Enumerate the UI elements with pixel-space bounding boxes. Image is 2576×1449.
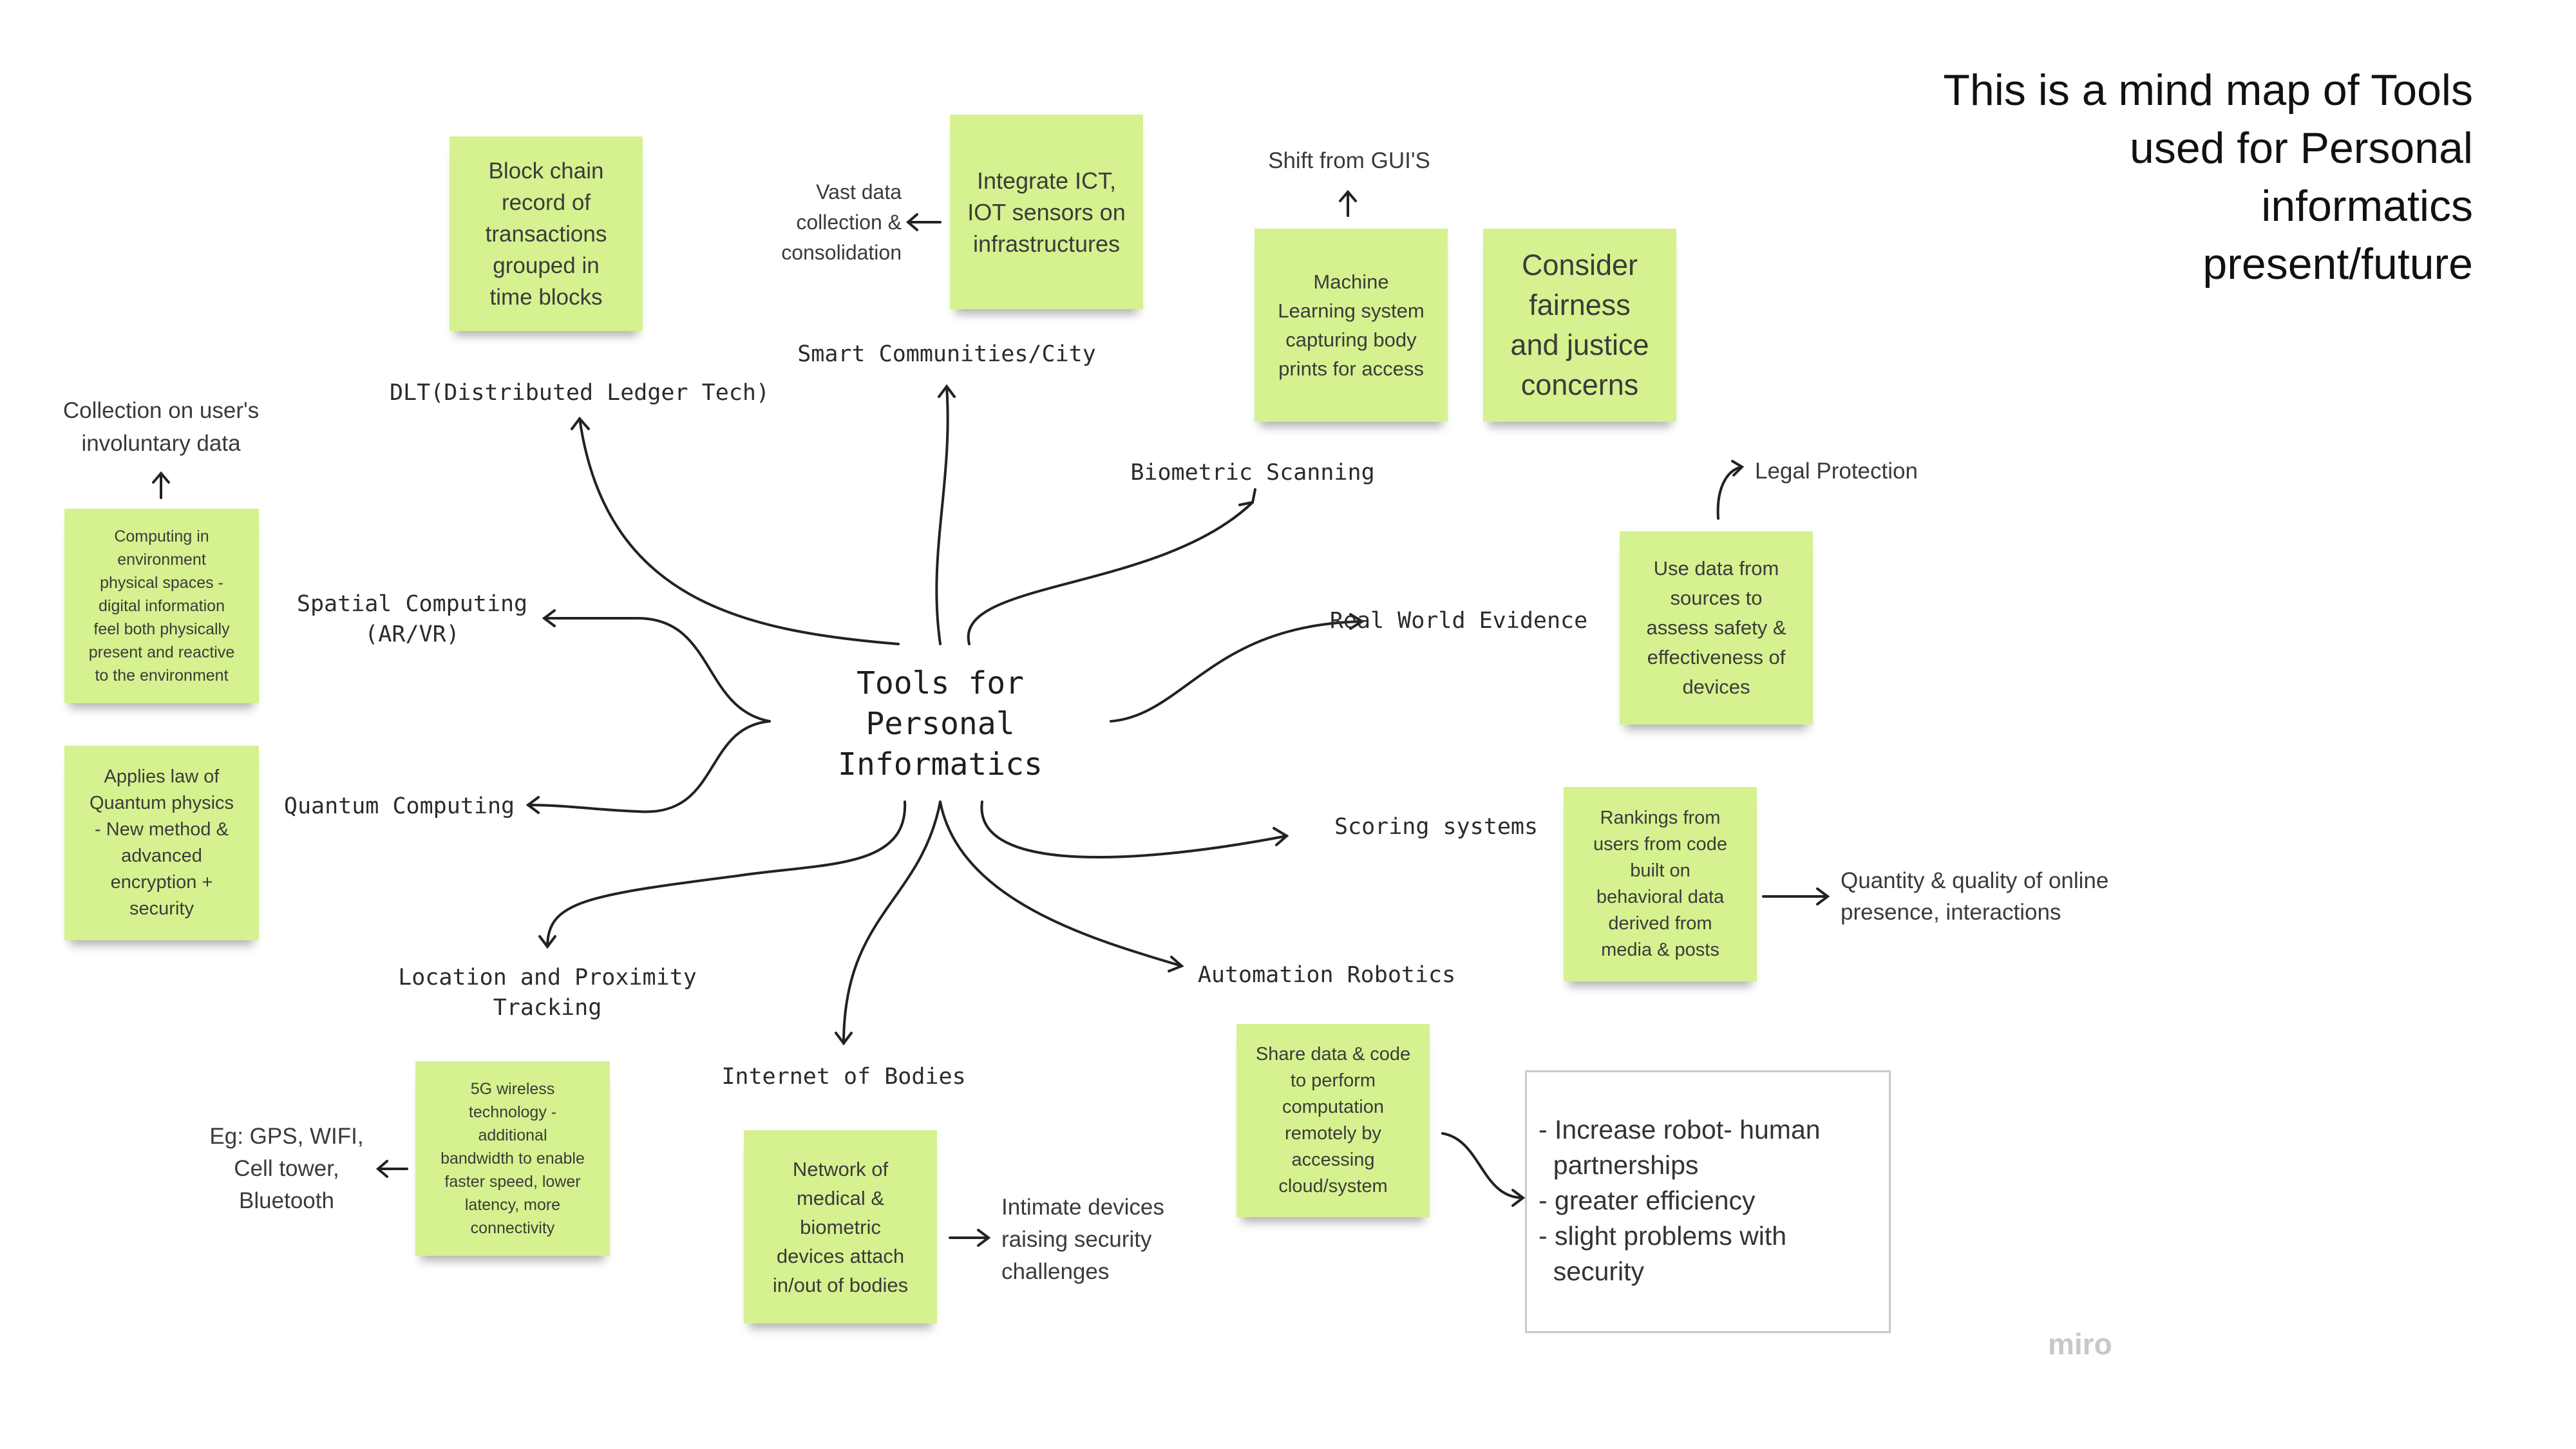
annotation-intimate-devices: Intimate devices raising security challe… xyxy=(1001,1195,1164,1284)
arrowhead-real-world xyxy=(1349,613,1365,630)
annotation-vast-data: Vast data collection & consolidation xyxy=(781,180,902,264)
connector-internet-bodies xyxy=(842,800,942,1045)
sticky-note-use-data[interactable]: Use data from sources to assess safety &… xyxy=(1620,531,1813,724)
arrowhead-smart xyxy=(938,384,956,398)
arrowhead-biometric xyxy=(1238,488,1256,506)
central-topic[interactable]: Tools for Personal Informatics xyxy=(838,665,1043,782)
connector-biometric xyxy=(967,501,1254,645)
connector-quantum xyxy=(527,720,771,813)
arrowhead-location xyxy=(538,935,556,949)
sticky-note-share-data[interactable]: Share data & code to perform computation… xyxy=(1236,1024,1430,1217)
connector-spatial xyxy=(543,617,771,723)
arrowhead-internet-bodies xyxy=(835,1032,853,1046)
branch-automation-robotics[interactable]: Automation Robotics xyxy=(1197,962,1456,988)
connector-real-world xyxy=(1110,620,1363,723)
robot-box-text: - Increase robot- human partnerships - g… xyxy=(1539,1115,1821,1286)
arrow-legal xyxy=(1716,460,1745,520)
sticky-note-computing-environment[interactable]: Computing in environment physical spaces… xyxy=(64,509,259,703)
branch-real-world-evidence[interactable]: Real World Evidence xyxy=(1329,608,1588,634)
arrowhead-dlt xyxy=(571,416,590,430)
branch-location-tracking[interactable]: Location and Proximity Tracking xyxy=(398,965,697,1021)
sticky-note-integrate-ict[interactable]: Integrate ICT, IOT sensors on infrastruc… xyxy=(950,115,1143,309)
sticky-note-blockchain[interactable]: Block chain record of transactions group… xyxy=(450,137,643,331)
arrow-quantity xyxy=(1762,887,1830,905)
annotation-eg-gps: Eg: GPS, WIFI, Cell tower, Bluetooth xyxy=(209,1124,364,1213)
arrow-vast-data xyxy=(905,213,942,231)
annotation-quantity-quality: Quantity & quality of online presence, i… xyxy=(1841,868,2109,925)
connector-automation xyxy=(939,800,1183,967)
branch-internet-of-bodies[interactable]: Internet of Bodies xyxy=(721,1064,966,1090)
arrowhead-automation xyxy=(1168,956,1184,972)
page-title: This is a mind map of Tools used for Per… xyxy=(1943,66,2473,289)
arrowhead-scoring xyxy=(1273,827,1289,846)
annotation-shift-gui: Shift from GUI'S xyxy=(1268,148,1430,173)
arrow-collection xyxy=(152,471,170,499)
branch-spatial-computing[interactable]: Spatial Computing (AR/VR) xyxy=(296,591,528,647)
sticky-note-network-medical[interactable]: Network of medical & biometric devices a… xyxy=(744,1130,937,1323)
connector-smart-communities xyxy=(935,385,949,645)
arrow-intimate xyxy=(949,1229,991,1247)
sticky-note-fairness[interactable]: Consider fairness and justice concerns xyxy=(1483,229,1676,422)
branch-smart-communities[interactable]: Smart Communities/City xyxy=(797,341,1096,367)
sticky-note-quantum-physics[interactable]: Applies law of Quantum physics - New met… xyxy=(64,746,259,940)
connector-scoring xyxy=(980,800,1288,859)
arrow-shift-gui xyxy=(1339,189,1357,217)
branch-dlt[interactable]: DLT(Distributed Ledger Tech) xyxy=(389,380,770,406)
annotation-collection: Collection on user's involuntary data xyxy=(62,398,260,456)
arrow-robot xyxy=(1441,1132,1526,1207)
branch-quantum-computing[interactable]: Quantum Computing xyxy=(283,793,515,819)
sticky-note-machine-learning[interactable]: Machine Learning system capturing body p… xyxy=(1255,229,1448,422)
arrowhead-quantum xyxy=(526,796,540,814)
arrow-eg-gps xyxy=(375,1160,408,1178)
sticky-note-5g[interactable]: 5G wireless technology - additional band… xyxy=(415,1061,610,1256)
branch-scoring-systems[interactable]: Scoring systems xyxy=(1334,814,1539,840)
connector-dlt xyxy=(578,417,900,645)
robot-partnership-box[interactable]: - Increase robot- human partnerships - g… xyxy=(1525,1070,1891,1333)
annotation-legal-protection: Legal Protection xyxy=(1755,459,1918,484)
branch-biometric-scanning[interactable]: Biometric Scanning xyxy=(1130,460,1375,486)
miro-logo: miro xyxy=(2048,1327,2112,1361)
connector-location xyxy=(546,800,907,948)
sticky-note-rankings[interactable]: Rankings from users from code built on b… xyxy=(1564,787,1757,981)
arrowhead-spatial xyxy=(542,609,556,627)
